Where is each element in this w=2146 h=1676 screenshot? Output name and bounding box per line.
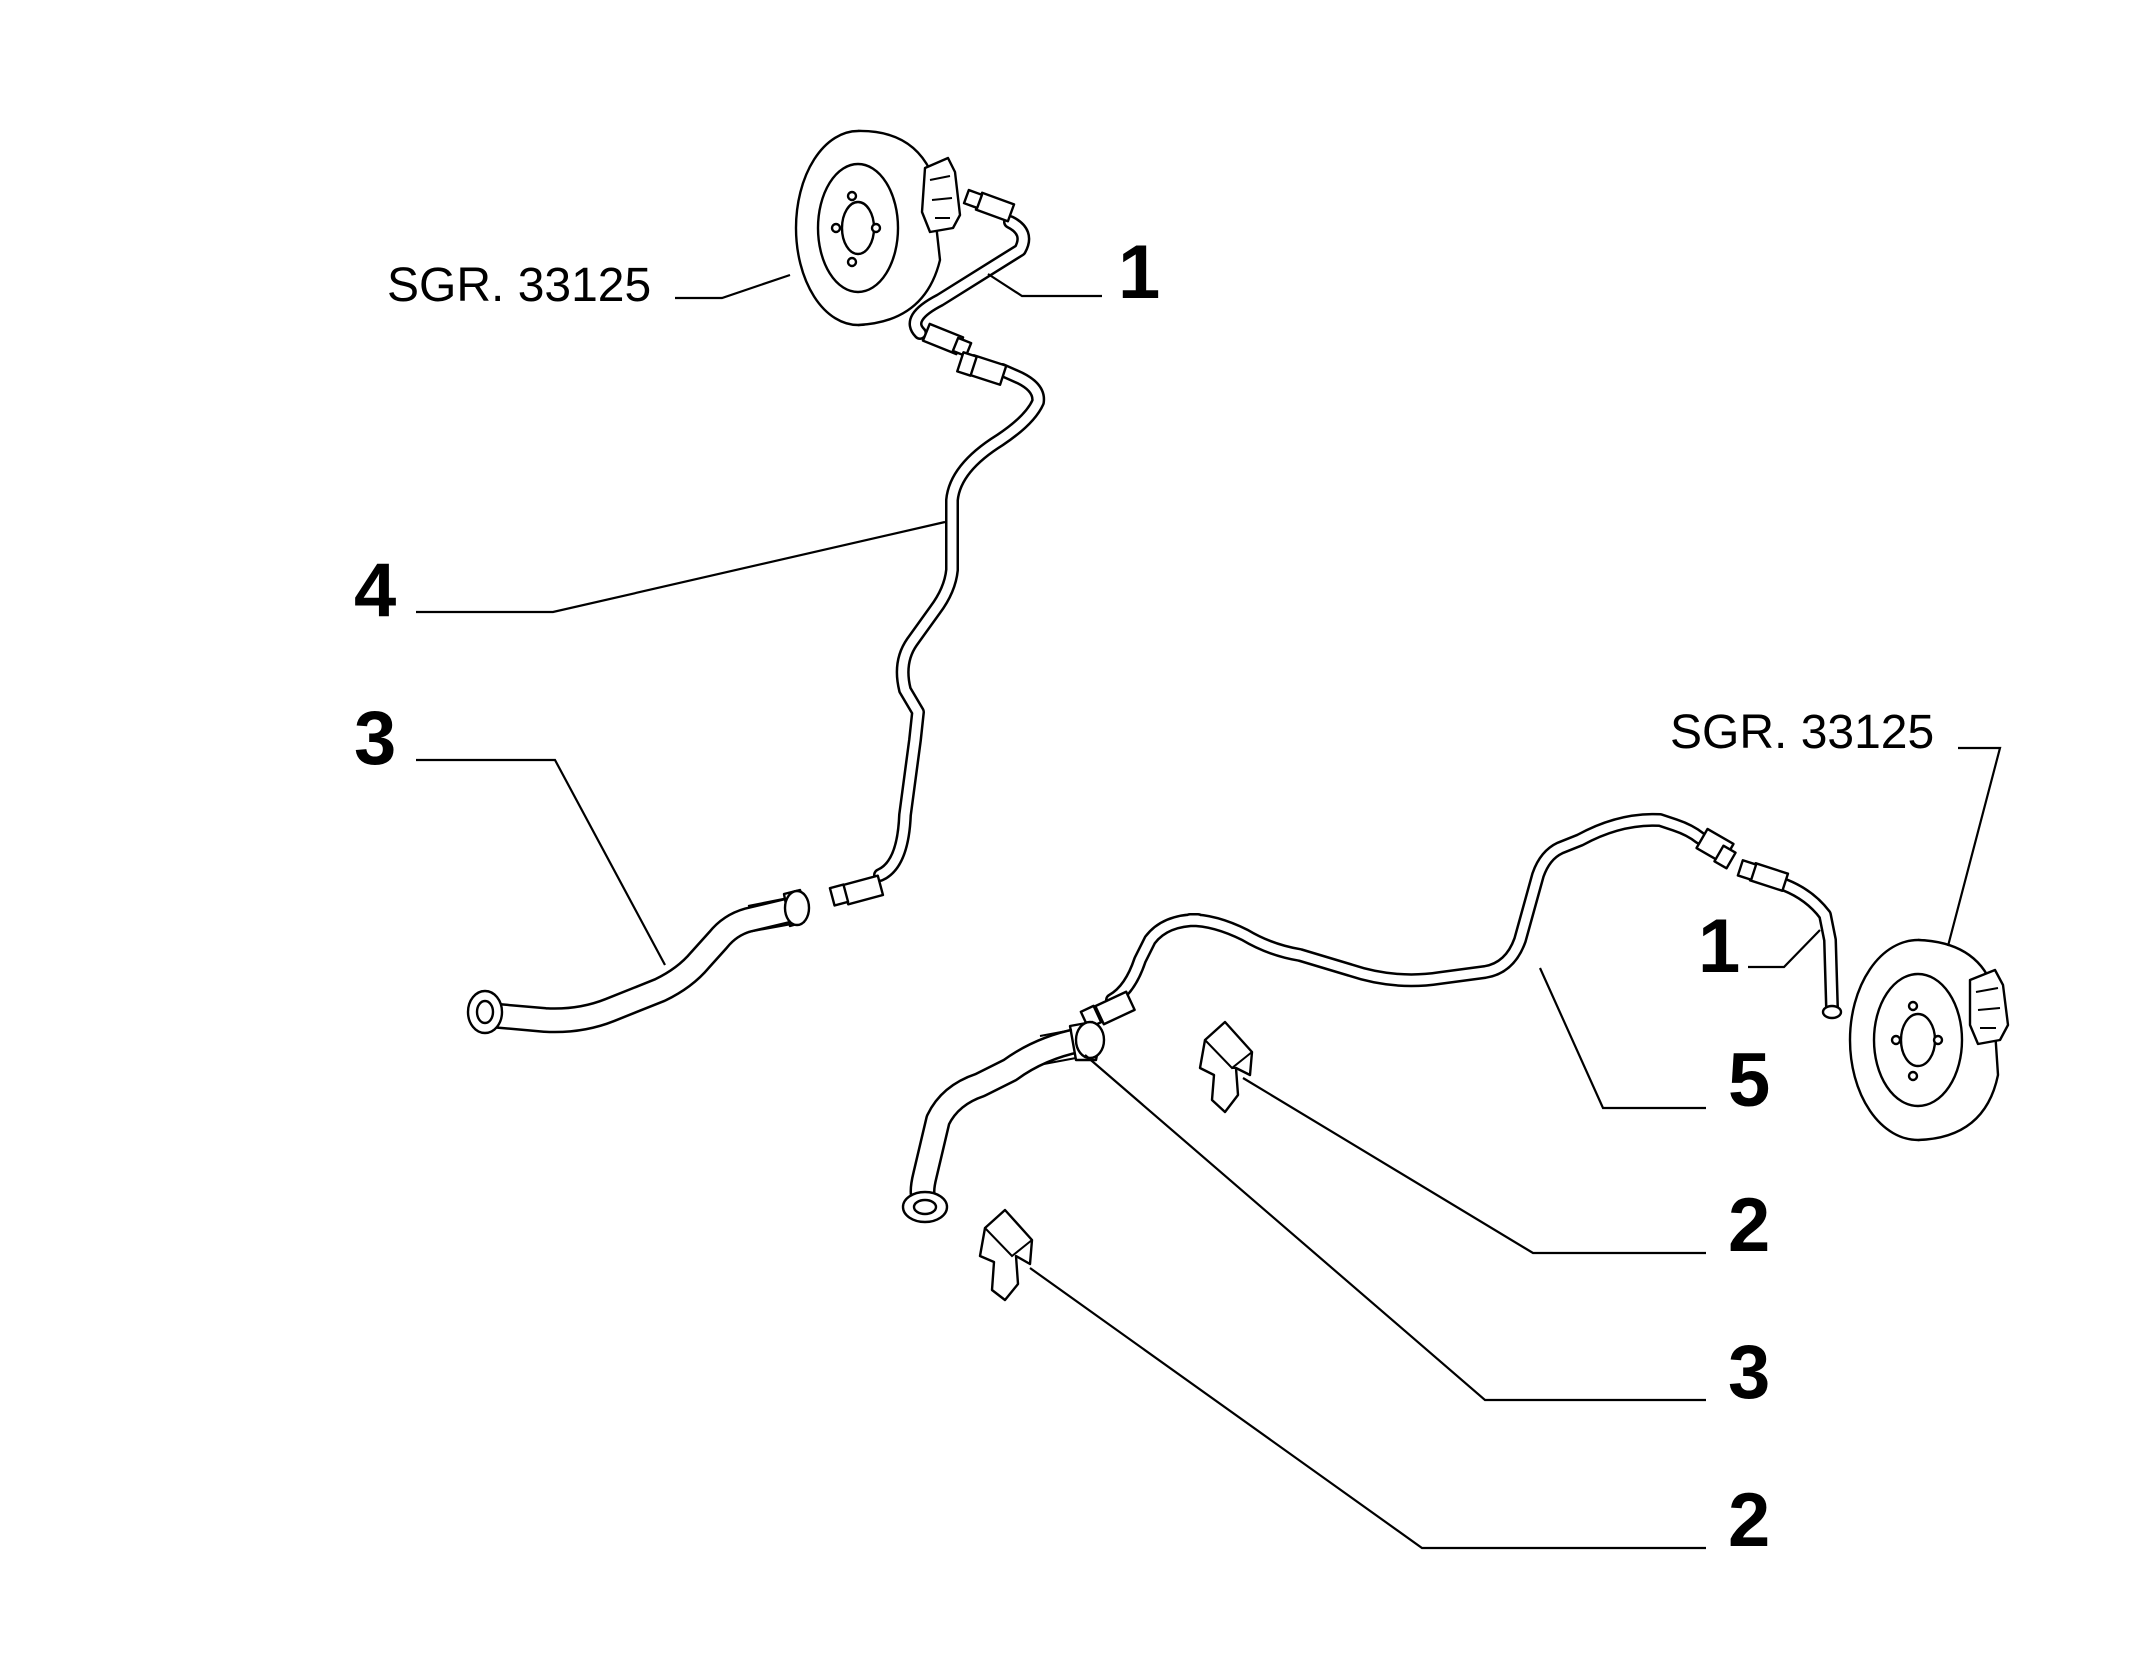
brake-disc-top[interactable] <box>794 129 962 327</box>
ref-label-right[interactable]: SGR. 33125 <box>1670 706 1934 759</box>
ref-label-top[interactable]: SGR. 33125 <box>387 259 651 312</box>
flexible-hose-right[interactable] <box>1736 859 1843 1020</box>
part-label-3-left[interactable]: 3 <box>354 696 396 781</box>
clip-2-lower[interactable] <box>978 1208 1034 1302</box>
part-label-2-upper[interactable]: 2 <box>1728 1183 1770 1268</box>
brake-hose-3-left[interactable] <box>466 888 811 1035</box>
part-label-2-lower[interactable]: 2 <box>1728 1478 1770 1563</box>
brake-hose-3-right[interactable] <box>901 1020 1106 1224</box>
flexible-hose-top[interactable] <box>908 188 1031 358</box>
brake-pipe-4[interactable] <box>828 351 1046 907</box>
part-label-5[interactable]: 5 <box>1728 1038 1770 1123</box>
brake-pipe-5[interactable] <box>1079 812 1737 1030</box>
part-label-4[interactable]: 4 <box>354 548 396 633</box>
brake-disc-right[interactable] <box>1848 938 2010 1142</box>
leader-lines <box>416 273 2002 1550</box>
part-label-3-right[interactable]: 3 <box>1728 1330 1770 1415</box>
part-label-1-top[interactable]: 1 <box>1118 230 1160 315</box>
part-label-1-right[interactable]: 1 <box>1698 904 1740 989</box>
clip-2-upper[interactable] <box>1198 1020 1254 1114</box>
